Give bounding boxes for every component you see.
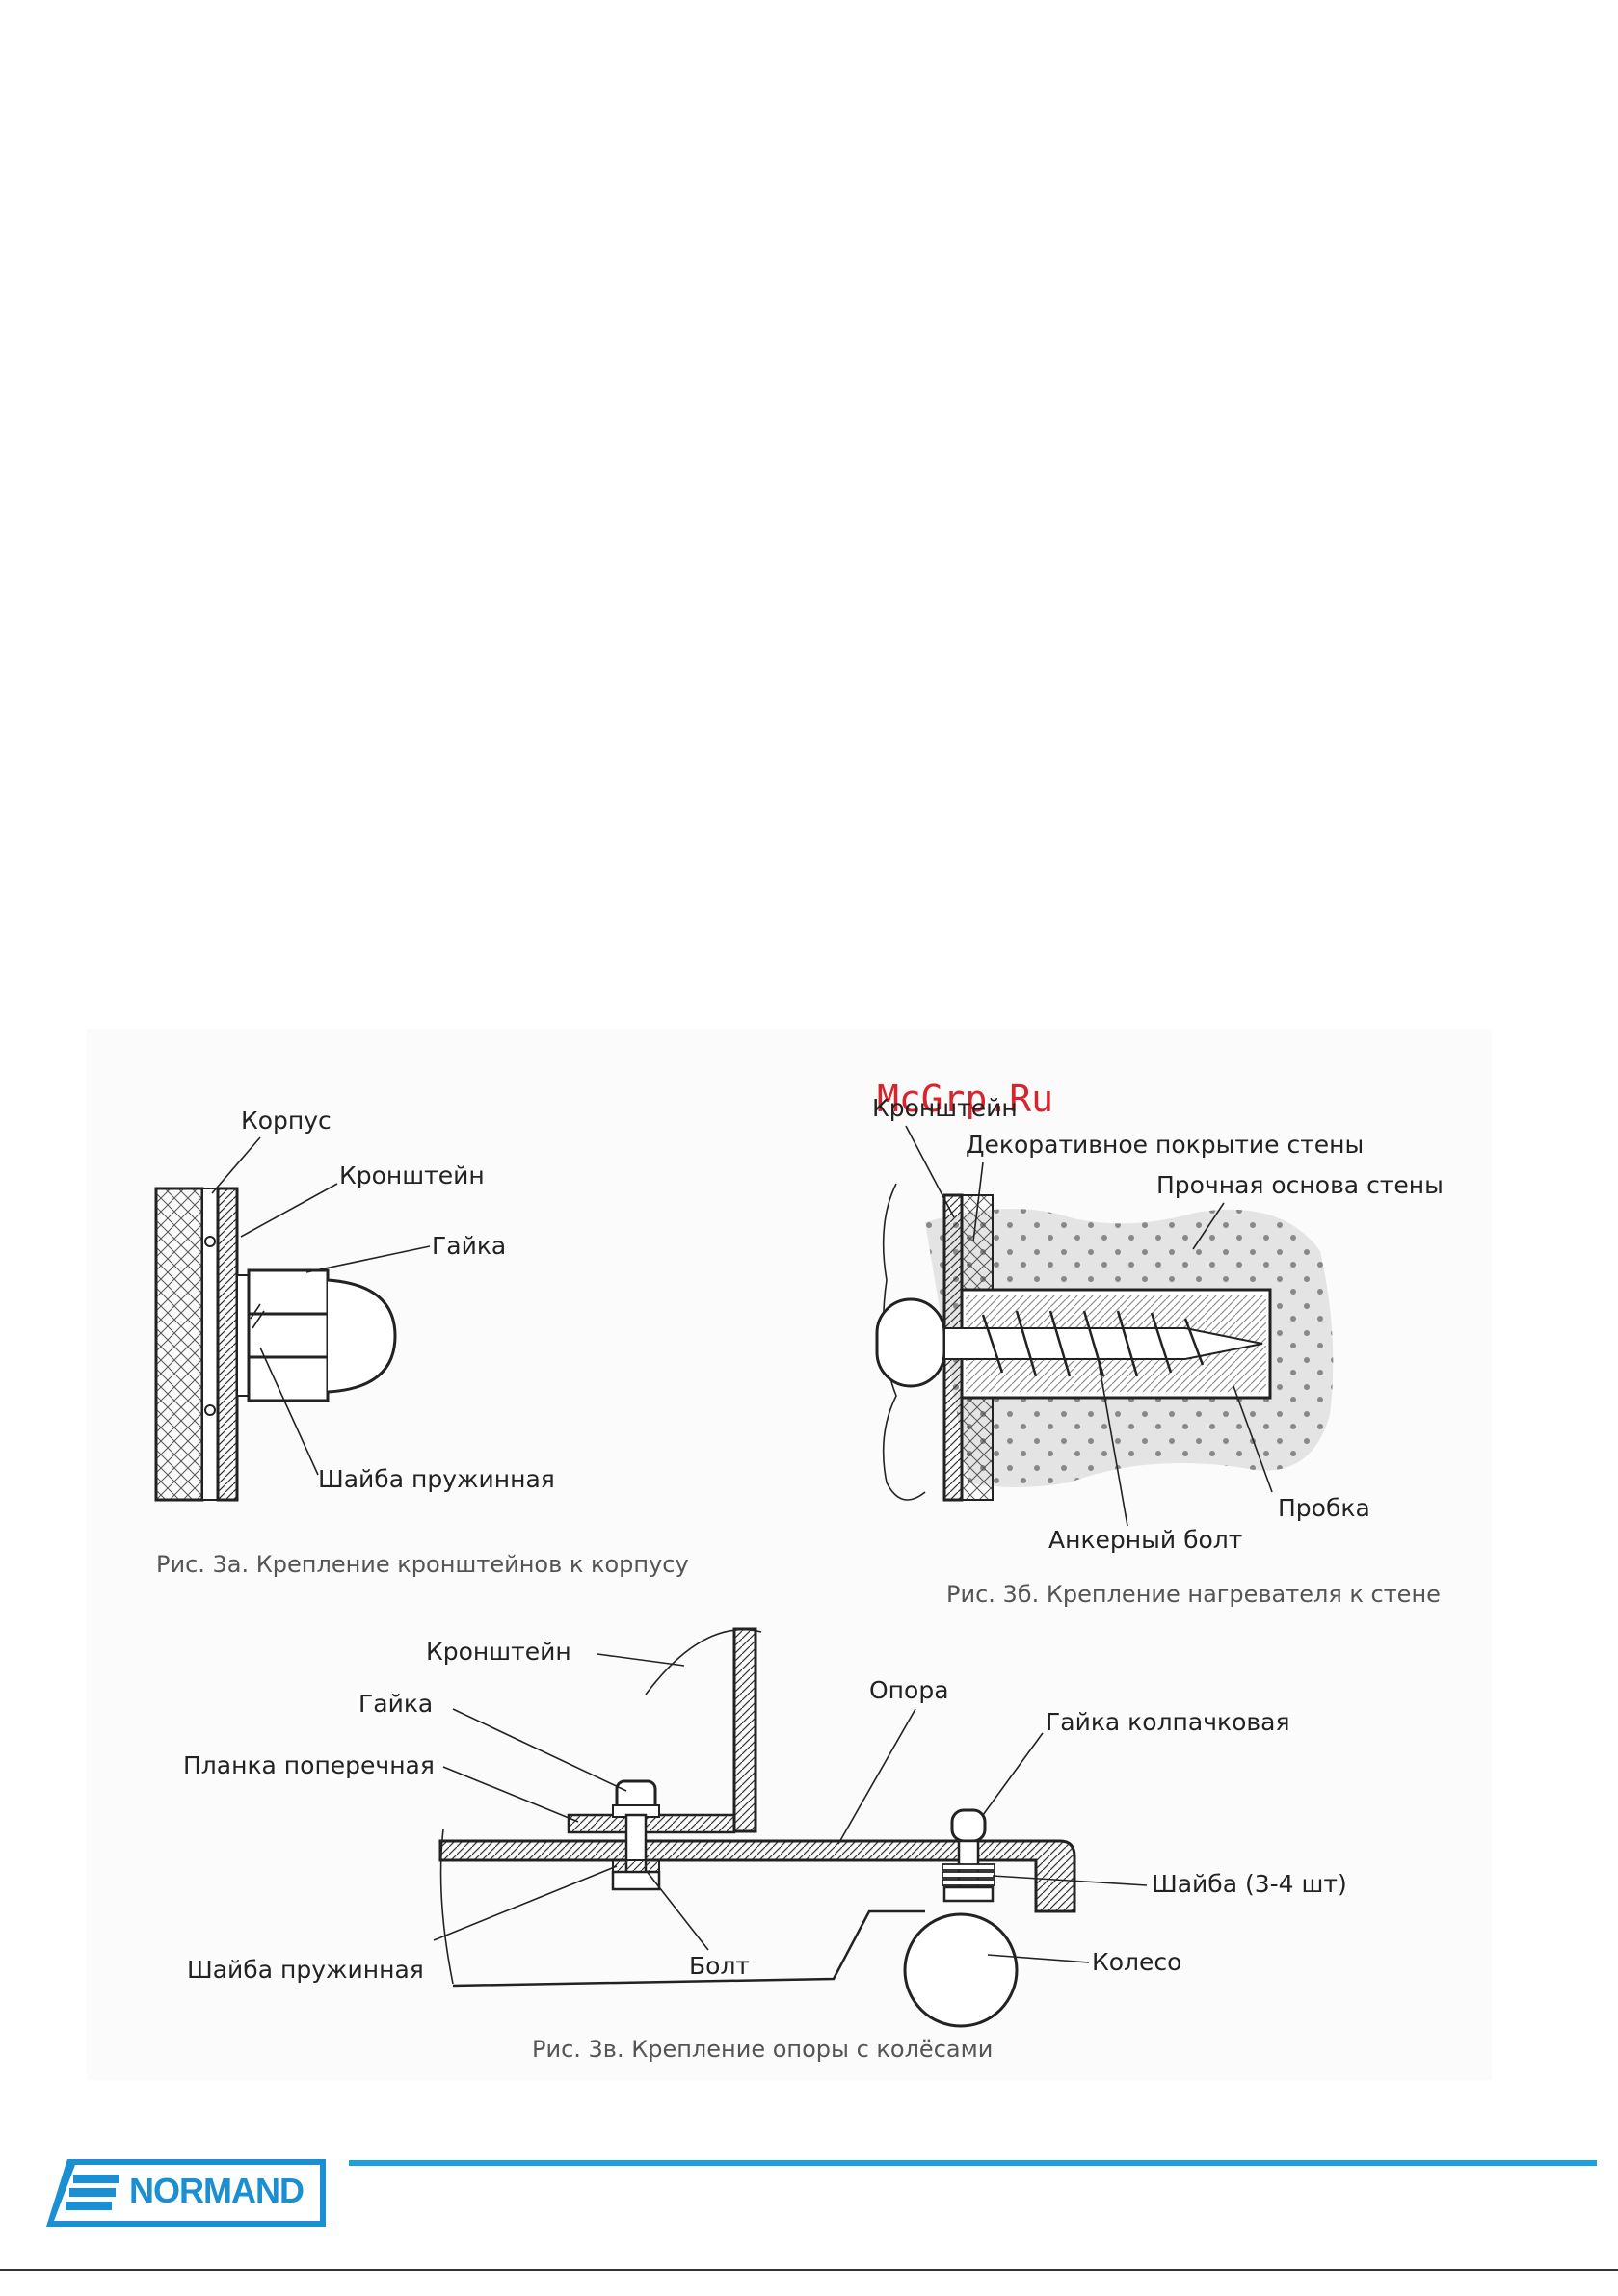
bracket-c xyxy=(732,1627,757,1833)
label-bolt: Болт xyxy=(689,1952,750,1980)
normand-logo-icon xyxy=(46,2159,326,2227)
spring-washer-shape xyxy=(236,1274,250,1397)
label-spring-washer: Шайба пружинная xyxy=(318,1465,555,1493)
label-bracket-c: Кронштейн xyxy=(426,1638,571,1666)
spring-washer-c xyxy=(612,1859,660,1873)
nut-shape xyxy=(247,1268,330,1402)
watermark: McGrp.Ru xyxy=(877,1078,1053,1120)
label-support: Опора xyxy=(869,1676,949,1704)
fig-a-drawing: Корпус Кронштейн Гайка Шайба пружинная Р… xyxy=(154,1107,689,1578)
figure-panel: Корпус Кронштейн Гайка Шайба пружинная Р… xyxy=(87,1029,1492,2080)
bolt-thread xyxy=(981,1310,1205,1377)
cap-dome xyxy=(327,1278,397,1394)
label-washers: Шайба (3-4 шт) xyxy=(1152,1870,1347,1898)
rivet xyxy=(204,1404,216,1416)
rivet xyxy=(204,1236,216,1247)
label-wheel: Колесо xyxy=(1092,1948,1181,1976)
label-nut-c: Гайка xyxy=(358,1690,433,1718)
label-plug: Пробка xyxy=(1278,1494,1370,1522)
fig-b-drawing: McGrp.Ru Кронштейн Декоративное покрытие… xyxy=(872,1078,1444,1608)
footer-rule xyxy=(349,2160,1597,2166)
label-decor-cover: Декоративное покрытие стены xyxy=(966,1131,1364,1159)
anchor-bolt-head xyxy=(875,1297,946,1388)
caption-fig-a: Рис. 3а. Крепление кронштейнов к корпусу xyxy=(156,1551,689,1578)
washer xyxy=(942,1879,995,1886)
support-beam xyxy=(438,1839,1076,1913)
label-nut: Гайка xyxy=(432,1232,506,1260)
housing-inner xyxy=(201,1188,219,1501)
washer xyxy=(942,1863,995,1871)
label-cap-nut: Гайка колпачковая xyxy=(1046,1708,1289,1736)
label-housing: Корпус xyxy=(241,1107,332,1135)
label-bracket: Кронштейн xyxy=(339,1161,485,1189)
washer xyxy=(942,1871,995,1879)
caption-fig-c: Рис. 3в. Крепление опоры с колёсами xyxy=(532,2036,993,2063)
label-spring-washer-c: Шайба пружинная xyxy=(187,1956,424,1984)
housing-wall xyxy=(154,1187,204,1502)
cap-nut xyxy=(950,1808,987,1843)
wheel-shape xyxy=(903,1912,1019,2028)
label-cross-plate: Планка поперечная xyxy=(183,1751,435,1779)
label-wall-base: Прочная основа стены xyxy=(1156,1171,1444,1199)
label-anchor-bolt: Анкерный болт xyxy=(1048,1526,1242,1554)
fig-c-drawing: Кронштейн Гайка Опора Гайка колпачковая … xyxy=(183,1627,1347,2063)
bottom-strip xyxy=(0,2269,1618,2275)
mounting-diagrams: Корпус Кронштейн Гайка Шайба пружинная Р… xyxy=(154,1078,1444,2063)
brand-name: NORMAND xyxy=(129,2171,305,2210)
bracket-plate xyxy=(216,1187,239,1502)
label-bracket-b: Кронштейн xyxy=(872,1094,1018,1122)
caption-fig-b: Рис. 3б. Крепление нагревателя к стене xyxy=(946,1581,1441,1608)
